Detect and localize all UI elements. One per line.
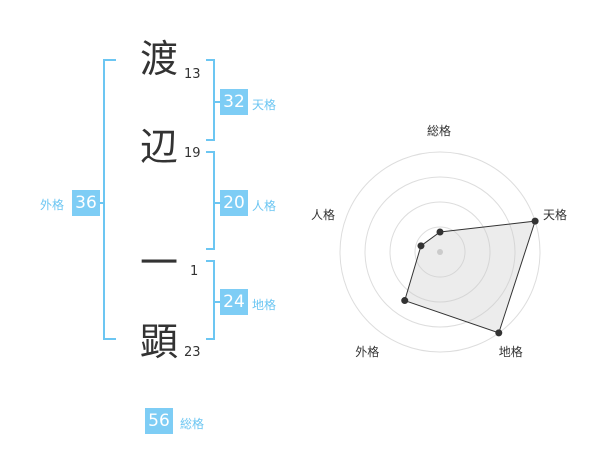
chikaku-badge: 24 <box>220 289 248 315</box>
radar-point-0 <box>436 228 444 236</box>
radar-ring-3 <box>364 176 516 328</box>
radar-point-3 <box>401 297 409 305</box>
stroke-count-2: 19 <box>184 146 201 161</box>
radar-point-4 <box>417 242 425 250</box>
radar-center <box>437 249 443 255</box>
radar-series-polygon <box>404 220 536 334</box>
gaikaku-badge: 36 <box>72 190 100 216</box>
name-char-4: 顕 <box>140 320 179 364</box>
soukaku-badge: 56 <box>145 408 173 434</box>
radar-ring-1 <box>414 226 466 278</box>
radar-ring-2 <box>389 201 491 303</box>
name-char-3: 一 <box>140 241 179 285</box>
radar-point-2 <box>495 329 503 337</box>
tenkaku-bracket <box>206 59 215 141</box>
stroke-count-3: 1 <box>190 264 199 279</box>
jinkaku-label: 人格 <box>252 199 277 213</box>
radar-point-1 <box>531 217 539 225</box>
jinkaku-badge: 20 <box>220 190 248 216</box>
gaikaku-label: 外格 <box>40 198 65 212</box>
stroke-count-1: 13 <box>184 67 201 82</box>
name-char-2: 辺 <box>140 125 179 169</box>
radar-axis-label-3: 外格 <box>355 344 380 359</box>
radar-axis-label-1: 天格 <box>543 208 568 223</box>
chikaku-bracket <box>206 260 215 340</box>
jinkaku-bracket <box>206 151 215 250</box>
soukaku-label: 総格 <box>180 417 205 431</box>
stroke-count-4: 23 <box>184 345 201 360</box>
radar-axis-label-4: 人格 <box>310 208 335 223</box>
tenkaku-badge: 32 <box>220 89 248 115</box>
chikaku-label: 地格 <box>252 298 277 312</box>
radar-axis-label-2: 地格 <box>498 344 523 359</box>
tenkaku-label: 天格 <box>252 98 277 112</box>
name-char-1: 渡 <box>140 37 179 81</box>
gaikaku-bracket <box>103 59 116 340</box>
radar-ring-4 <box>339 151 541 353</box>
radar-axis-label-0: 総格 <box>427 124 452 138</box>
